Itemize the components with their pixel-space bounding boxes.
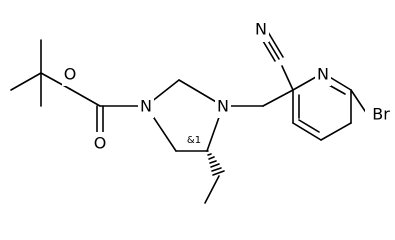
atom-nitrogen-boc: N <box>140 97 152 116</box>
bond-pyridine-top-left <box>262 89 294 107</box>
bond-layer <box>10 31 368 204</box>
bond-pyridine-c4-c3-inner <box>298 119 320 133</box>
bond-ethyl-terminal <box>204 175 220 204</box>
bond-bromine <box>350 89 368 115</box>
bond-oxygen-to-carbonyl-carbon <box>69 88 101 107</box>
stereo-hashed-bond <box>206 150 225 176</box>
atom-nitrogen-pyridine: N <box>317 65 329 84</box>
atom-nitrogen-nitrile: N <box>255 20 267 39</box>
chemical-structure-diagram: O O N N N N Br &1 <box>10 18 393 204</box>
bond-tbu-to-oxygen <box>40 72 71 90</box>
atom-nitrogen-aryl: N <box>217 97 229 116</box>
atom-bromine: Br <box>372 105 390 124</box>
bond-pyridine-c4-c3 <box>292 122 322 141</box>
bond-pyridine-c5-c4 <box>320 122 352 141</box>
atom-oxygen-carbonyl: O <box>94 134 107 153</box>
bond-nitrile-triple-2 <box>267 31 284 58</box>
bond-nitrile-stem <box>281 65 294 91</box>
atom-oxygen-ester: O <box>64 65 77 84</box>
atom-label-layer: O O N N N N Br &1 <box>62 18 393 156</box>
bond-tbu-methyl-left <box>10 72 42 91</box>
stereo-center-label: &1 <box>187 135 201 146</box>
